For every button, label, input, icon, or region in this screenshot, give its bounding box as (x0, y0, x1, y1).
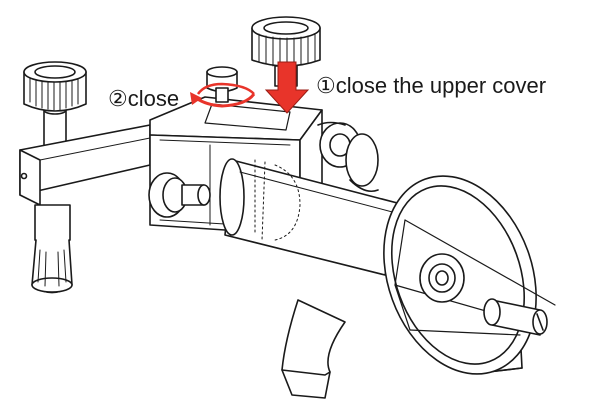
cylinder (219, 158, 406, 276)
handwheel (383, 175, 556, 375)
side-knob (148, 172, 211, 218)
left-arm (19, 124, 151, 206)
rotate-arrow-icon (190, 82, 256, 108)
down-arrow-icon (264, 61, 310, 114)
back-rings (317, 121, 379, 193)
crank-handle (483, 298, 548, 336)
step-2-label: ②close (108, 86, 180, 111)
small-knob (206, 66, 238, 103)
left-knob (23, 61, 87, 155)
step-1-label: ①close the upper cover (316, 73, 547, 98)
left-nozzle (31, 204, 73, 294)
